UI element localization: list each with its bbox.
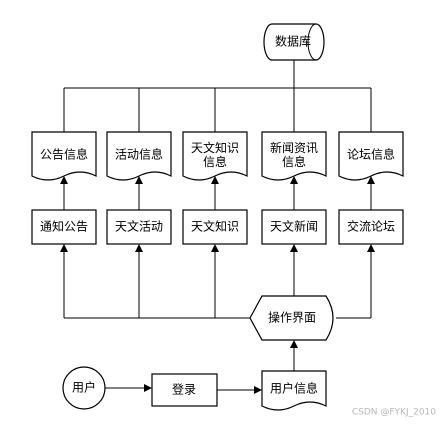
info-doc-label-line2: 信息 <box>282 154 306 169</box>
module-label: 通知公告 <box>40 220 88 234</box>
database-label: 数据库 <box>275 34 311 49</box>
watermark: CSDN @FYKJ_2010 <box>352 408 436 418</box>
module-astronomy-activity: 天文活动 <box>106 209 172 245</box>
module-forum: 交流论坛 <box>338 209 404 245</box>
module-astronomy-news: 天文新闻 <box>261 209 327 245</box>
db-connectors <box>63 60 372 132</box>
info-doc-label: 天文知识信息 <box>191 140 239 169</box>
operation-interface-node: 操作界面 <box>249 295 334 341</box>
info-doc-label: 活动信息 <box>115 147 163 162</box>
interface-to-module-arrows <box>60 244 375 319</box>
login-node: 登录 <box>151 373 218 407</box>
info-doc-label-line2: 信息 <box>203 154 227 169</box>
module-label: 交流论坛 <box>347 219 395 234</box>
login-label: 登录 <box>172 382 196 397</box>
module-to-doc-arrows <box>60 176 375 210</box>
info-doc-forum: 论坛信息 <box>338 131 404 181</box>
database-node: 数据库 <box>263 23 325 61</box>
interface-label: 操作界面 <box>268 310 316 325</box>
user-info-node: 用户信息 <box>261 370 327 411</box>
module-label: 天文新闻 <box>270 219 318 234</box>
module-label: 天文知识 <box>191 219 239 234</box>
module-astronomy-knowledge: 天文知识 <box>182 209 248 245</box>
info-doc-label: 新闻资讯信息 <box>270 140 318 169</box>
info-doc-label: 论坛信息 <box>347 147 395 162</box>
user-label: 用户 <box>72 380 96 395</box>
info-doc-label-line1: 天文知识 <box>191 140 239 155</box>
user-node: 用户 <box>62 366 106 410</box>
info-doc-label: 公告信息 <box>40 147 88 162</box>
info-doc-astronomy-knowledge: 天文知识信息 <box>182 131 248 181</box>
login-to-userinfo-arrow <box>217 386 262 394</box>
info-doc-announcement: 公告信息 <box>31 131 97 181</box>
module-label: 天文活动 <box>115 219 163 234</box>
user-to-login-arrow <box>105 384 152 392</box>
info-doc-label-line1: 新闻资讯 <box>270 140 318 155</box>
module-notice: 通知公告 <box>31 209 97 245</box>
info-doc-news: 新闻资讯信息 <box>261 131 327 181</box>
info-doc-activity: 活动信息 <box>106 131 172 181</box>
userinfo-to-interface-arrow <box>290 340 298 371</box>
user-info-label: 用户信息 <box>270 381 318 396</box>
